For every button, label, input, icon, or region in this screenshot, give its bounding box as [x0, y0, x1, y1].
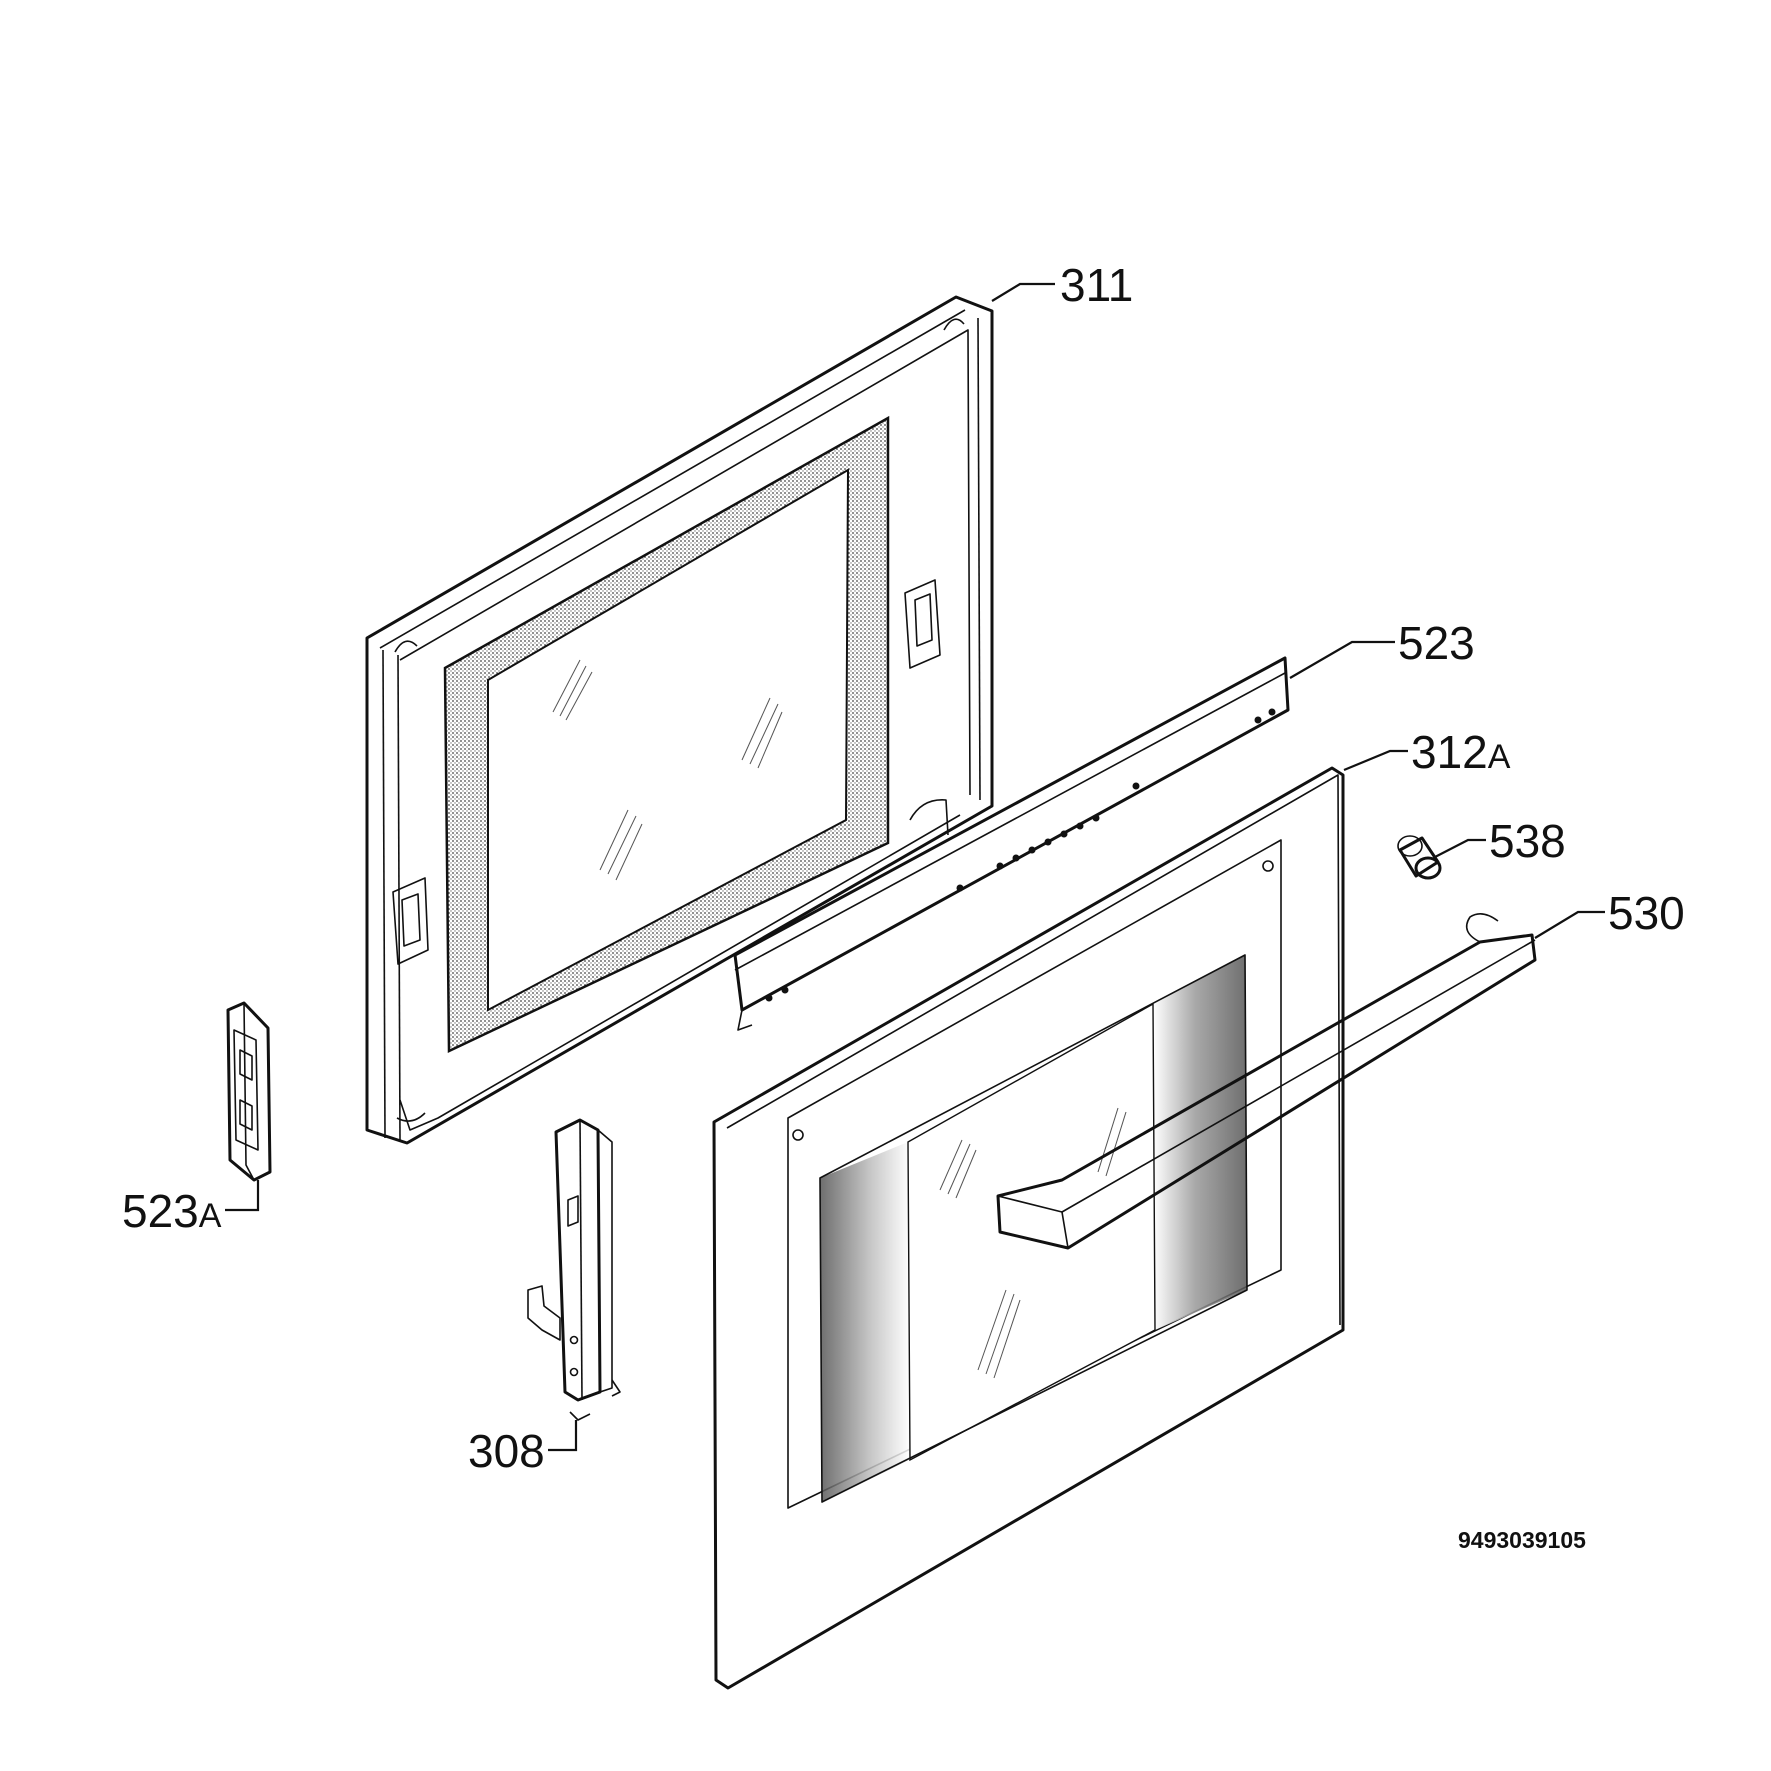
document-number: 9493039105 — [1458, 1527, 1586, 1553]
callout-523a-suffix: A — [199, 1197, 222, 1235]
callout-530: 530 — [1608, 887, 1685, 939]
callout-308: 308 — [468, 1425, 545, 1477]
callout-308-number: 308 — [468, 1425, 545, 1477]
callout-523-number: 523 — [1398, 617, 1475, 669]
leader-lines — [225, 282, 1605, 1452]
callout-311: 311 — [1060, 259, 1133, 311]
svg-text:523A: 523A — [122, 1185, 222, 1237]
part-308-hinge — [527, 1118, 621, 1421]
callout-311-number: 311 — [1060, 259, 1133, 311]
callout-312a: 312A — [1411, 726, 1511, 778]
callout-538-number: 538 — [1489, 815, 1566, 867]
callout-523a-number: 523 — [122, 1185, 199, 1237]
callout-523a: 523A — [122, 1185, 222, 1237]
svg-text:312A: 312A — [1411, 726, 1511, 778]
callout-523: 523 — [1398, 617, 1475, 669]
part-523-top-channel — [733, 656, 1290, 1031]
callout-312a-number: 312 — [1411, 726, 1488, 778]
part-538-end-cap — [1397, 835, 1442, 880]
part-530-door-handle — [996, 913, 1537, 1250]
callout-530-number: 530 — [1608, 887, 1685, 939]
callout-312a-suffix: A — [1488, 738, 1511, 776]
part-523a-side-bracket — [226, 1001, 272, 1182]
callout-538: 538 — [1489, 815, 1566, 867]
part-311-inner-door-frame — [365, 295, 994, 1145]
part-312a-outer-glass-door — [712, 766, 1345, 1690]
